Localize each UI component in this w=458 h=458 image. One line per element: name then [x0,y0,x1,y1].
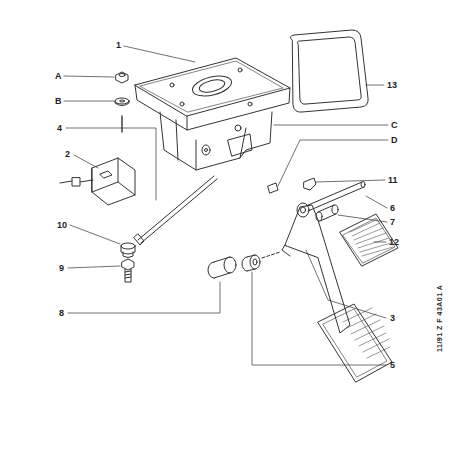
bolt [122,259,134,282]
callout-number: 13 [387,81,397,90]
clip [268,178,316,193]
bracket [60,158,135,205]
callout-number: 8 [59,309,64,318]
callout-number: C [391,121,398,130]
callout-number: 10 [57,221,67,230]
bump-stop [121,243,135,258]
callout-number: 4 [57,124,62,133]
callout-number: 3 [390,314,395,323]
callout-number: A [55,72,62,81]
bushings [208,252,280,278]
callout-number: 6 [390,204,395,213]
callout-number: B [55,97,62,106]
callout-number: D [391,136,398,145]
callout-number: 1 [116,41,121,50]
long-bolt [134,176,217,245]
pad-ribs [343,308,390,358]
nut-and-washer [115,72,129,132]
pivot-shaft [306,182,365,212]
callout-number: 11 [388,176,398,185]
callout-number: 5 [390,361,395,370]
callout-number: 7 [390,218,395,227]
pedal-arm [282,203,392,382]
gasket [290,30,368,112]
callout-number: 9 [59,264,64,273]
callout-number: 2 [65,150,70,159]
leader-lines [64,46,388,365]
callout-number: 12 [389,238,399,247]
drawing-reference: 11/91 Z F 43A01 A [436,285,443,352]
pedal-housing [135,58,290,170]
shaft-bushing [316,205,338,221]
